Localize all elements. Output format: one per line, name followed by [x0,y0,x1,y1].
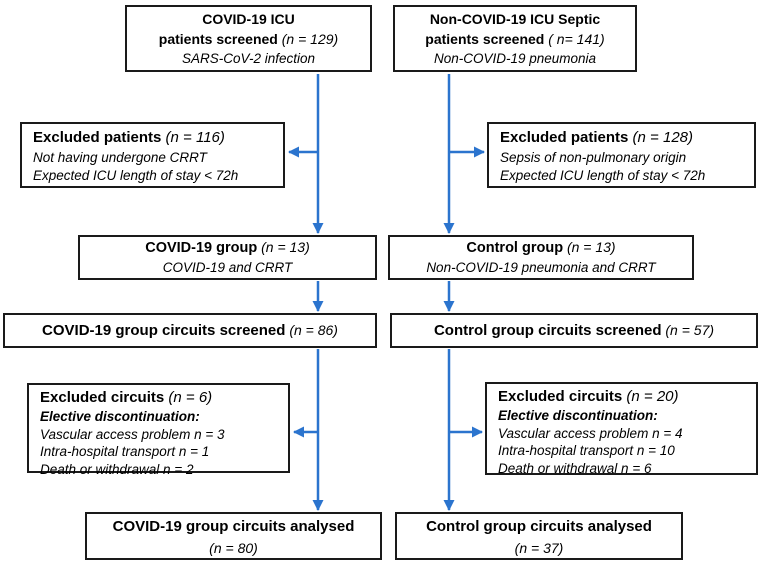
box-title: Control group circuits screened (n = 57) [433,322,715,339]
box-title-line1: COVID-19 ICU [202,10,295,27]
box-control-group: Control group (n = 13) Non-COVID-19 pneu… [388,235,694,280]
box-title: COVID-19 group circuits screened (n = 86… [42,322,338,339]
box-title-line2: patients screened (n = 129) [158,30,339,47]
box-excluded-patients-right: Excluded patients (n = 128) Sepsis of no… [487,122,756,188]
box-title-line1: Non-COVID-19 ICU Septic [429,10,601,27]
box-title-line2: patients screened ( n= 141) [425,30,605,47]
box-control-circuits-analysed: Control group circuits analysed (n = 37) [395,512,683,560]
box-title: Excluded patients (n = 116) [33,129,225,146]
box-excluded-circuits-left: Excluded circuits (n = 6) Elective disco… [27,383,290,477]
box-title: COVID-19 group circuits analysed [112,517,355,535]
box-subtitle: Non-COVID-19 pneumonia [433,50,597,66]
box-septic-patients-screened: Non-COVID-19 ICU Septic patients screene… [393,5,637,72]
box-title: Excluded circuits (n = 20) [498,388,679,405]
box-subtitle: SARS-CoV-2 infection [181,50,316,66]
box-covid-circuits-analysed: COVID-19 group circuits analysed (n = 80… [85,512,382,560]
exclusion-reason: Not having undergone CRRT [33,150,207,165]
box-covid-circuits-screened: COVID-19 group circuits screened (n = 86… [3,313,377,348]
exclusion-reason: Intra-hospital transport n = 1 [40,444,210,459]
exclusion-reason: Death or withdrawal n = 6 [498,460,652,476]
exclusion-reason: Vascular access problem n = 4 [498,425,683,441]
box-excluded-circuits-right: Excluded circuits (n = 20) Elective disc… [485,382,758,476]
exclusion-reason: Sepsis of non-pulmonary origin [500,150,687,165]
exclusion-reason: Death or withdrawal n = 2 [40,461,194,477]
box-covid-patients-screened: COVID-19 ICU patients screened (n = 129)… [125,5,372,72]
box-title: Excluded circuits (n = 6) [40,389,213,406]
box-control-circuits-screened: Control group circuits screened (n = 57) [390,313,758,348]
exclusion-reason: Expected ICU length of stay < 72h [33,168,239,183]
box-title: Excluded patients (n = 128) [500,129,693,146]
box-excluded-patients-left: Excluded patients (n = 116) Not having u… [20,122,285,188]
box-title: Control group (n = 13) [466,239,616,256]
exclusion-reason: Intra-hospital transport n = 10 [498,443,675,458]
box-n: (n = 37) [514,539,564,556]
box-title: COVID-19 group (n = 13) [145,239,310,256]
exclusion-reason: Vascular access problem n = 3 [40,426,225,442]
box-subheader: Elective discontinuation: [498,408,658,423]
box-subtitle: Non-COVID-19 pneumonia and CRRT [426,260,656,275]
box-subtitle: COVID-19 and CRRT [162,260,293,275]
box-n: (n = 80) [209,539,258,556]
box-covid-group: COVID-19 group (n = 13) COVID-19 and CRR… [78,235,377,280]
box-subheader: Elective discontinuation: [40,409,200,424]
exclusion-reason: Expected ICU length of stay < 72h [500,168,706,183]
box-title: Control group circuits analysed [426,517,652,535]
